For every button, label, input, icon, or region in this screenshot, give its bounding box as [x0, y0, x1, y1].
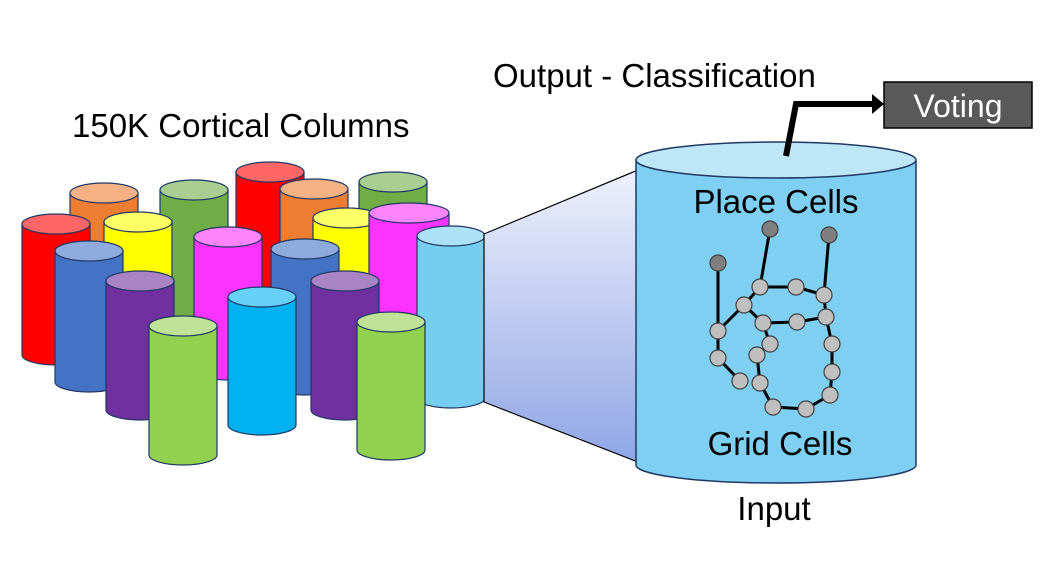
grid-cell-node	[815, 286, 833, 304]
zoom-projection	[483, 169, 639, 463]
small-column-16	[148, 315, 218, 466]
small-column-13	[416, 225, 486, 409]
network-edge	[822, 234, 831, 296]
grid-cell-node	[823, 363, 841, 381]
grid-cell-node	[817, 308, 835, 326]
grid-cell-node	[788, 313, 806, 331]
voting-label: Voting	[914, 88, 1003, 124]
network-edge	[758, 228, 772, 288]
grid-cell-node	[823, 335, 841, 353]
grid-cell-node	[731, 372, 749, 390]
grid-cell-node	[748, 346, 766, 364]
small-column-18	[356, 311, 426, 461]
grid-cell-node	[797, 400, 815, 418]
grid-cell-network	[709, 220, 841, 418]
place-cell-node	[820, 226, 838, 244]
grid-cell-node	[821, 386, 839, 404]
grid-cell-node	[709, 322, 727, 340]
small-column-17	[227, 286, 297, 436]
place-cell-node	[709, 254, 727, 272]
voting-box	[883, 81, 1033, 129]
grid-cells-label: Grid Cells	[708, 425, 853, 462]
grid-cell-node	[751, 374, 769, 392]
place-cell-node	[761, 220, 779, 238]
input-label: Input	[737, 490, 810, 527]
grid-cell-node	[751, 278, 769, 296]
grid-cell-node	[709, 349, 727, 367]
column-group	[21, 161, 486, 466]
grid-cell-node	[764, 398, 782, 416]
output-label: Output - Classification	[493, 57, 816, 94]
place-cells-label: Place Cells	[693, 183, 858, 220]
grid-cell-node	[735, 296, 753, 314]
columns-title: 150K Cortical Columns	[72, 107, 409, 144]
grid-cell-node	[761, 335, 779, 353]
output-arrow	[783, 94, 884, 157]
grid-cell-node	[754, 314, 772, 332]
grid-cell-node	[787, 278, 805, 296]
